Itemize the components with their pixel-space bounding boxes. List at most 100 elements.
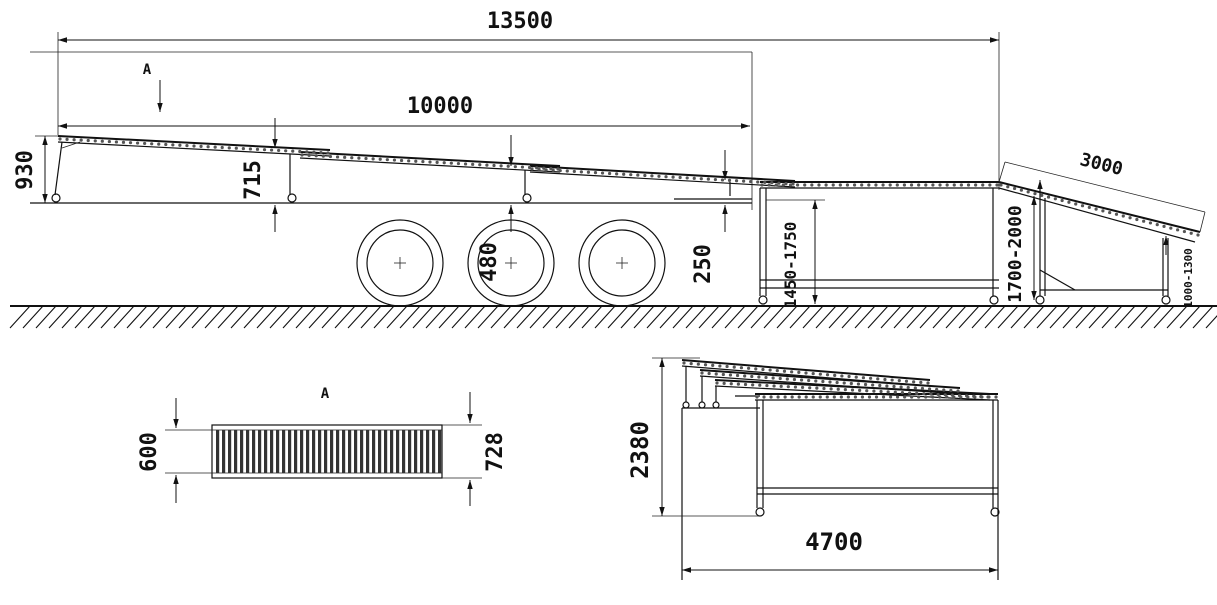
roller: [321, 154, 325, 158]
roller: [761, 367, 765, 372]
section-roller: [354, 430, 358, 473]
roller: [1074, 202, 1078, 206]
roller: [711, 363, 715, 367]
roller: [863, 382, 868, 387]
roller: [879, 389, 883, 394]
roller: [777, 181, 781, 185]
roller: [952, 395, 956, 399]
hatch-line: [490, 305, 512, 329]
hatch-line: [1023, 305, 1045, 329]
hatch-line: [542, 305, 564, 329]
roller: [893, 390, 897, 394]
hatch-line: [763, 305, 785, 329]
roller: [833, 373, 837, 377]
dim-tail-height: 1000-1300: [1182, 248, 1195, 308]
section-roller: [246, 430, 250, 473]
roller: [729, 382, 733, 386]
roller: [300, 153, 304, 157]
hatch-line: [646, 305, 668, 329]
section-roller: [396, 430, 400, 473]
roller: [818, 395, 822, 399]
section-roller: [240, 430, 244, 473]
roller: [326, 151, 330, 155]
conveyor-section-2: [299, 151, 561, 203]
roller: [900, 390, 905, 395]
section-roller: [366, 430, 370, 473]
roller: [904, 379, 909, 383]
section-roller: [378, 430, 382, 473]
section-roller: [390, 430, 394, 473]
roller: [966, 183, 971, 187]
roller: [542, 166, 546, 170]
dim-outer-width: 728: [442, 392, 508, 506]
section-roller: [282, 430, 286, 473]
section-roller: [402, 430, 406, 473]
roller: [636, 173, 640, 177]
roller: [664, 175, 668, 179]
dim-step-250: 250: [691, 150, 728, 284]
roller: [850, 388, 855, 392]
roller: [917, 183, 921, 187]
hatch-line: [269, 305, 291, 329]
roller: [763, 180, 767, 184]
roller: [714, 372, 718, 376]
roller: [783, 395, 787, 399]
roller: [845, 183, 850, 187]
roller: [854, 375, 858, 379]
wheel-3: [578, 219, 666, 307]
roller: [774, 183, 778, 187]
conveyor-section-3: [529, 165, 796, 196]
dim-table-height: 1450-1750: [766, 199, 825, 308]
roller: [781, 183, 785, 187]
roller: [829, 387, 833, 391]
roller: [938, 395, 942, 399]
dim-stowed-length: 4700: [682, 528, 998, 573]
roller: [853, 395, 858, 399]
roller: [895, 183, 899, 187]
hatch-line: [9, 305, 31, 329]
roller: [822, 386, 826, 391]
hatch-line: [789, 305, 811, 329]
roller: [1046, 195, 1051, 199]
roller: [871, 383, 875, 387]
dim-outer-width-label: 728: [483, 432, 508, 472]
roller: [881, 395, 886, 399]
roller: [725, 364, 729, 369]
roller: [791, 182, 795, 186]
roller: [760, 183, 764, 187]
section-roller: [228, 430, 232, 473]
stowed-conveyor-stack: [681, 359, 998, 409]
section-a-view: A 600 728: [137, 386, 508, 506]
roller: [743, 374, 747, 378]
hatch-line: [243, 305, 265, 329]
hatch-line: [191, 305, 213, 329]
roller: [262, 148, 267, 152]
hatch-line: [126, 305, 148, 329]
roller: [929, 392, 933, 396]
hatch-line: [997, 305, 1019, 329]
hatch-line: [854, 305, 876, 329]
roller: [234, 146, 238, 150]
hatch-line: [308, 305, 330, 329]
hatch-line: [1192, 305, 1214, 329]
roller: [715, 381, 719, 385]
roller: [895, 395, 900, 399]
roller: [758, 383, 762, 387]
roller: [1182, 229, 1187, 234]
roller: [755, 395, 759, 399]
dim-inner-width-label: 600: [137, 432, 162, 472]
hatch-line: [867, 305, 889, 329]
hatch-line: [1075, 305, 1097, 329]
hatch-line: [984, 305, 1006, 329]
hatch-line: [1166, 305, 1188, 329]
hatch-line: [685, 305, 707, 329]
roller: [754, 367, 758, 371]
hatch-line: [1127, 305, 1149, 329]
roller: [803, 183, 807, 187]
roller: [832, 395, 836, 399]
roller: [1080, 204, 1085, 208]
roller: [840, 374, 844, 378]
roller: [696, 362, 700, 366]
hatch-line: [737, 305, 759, 329]
roller: [807, 378, 811, 383]
